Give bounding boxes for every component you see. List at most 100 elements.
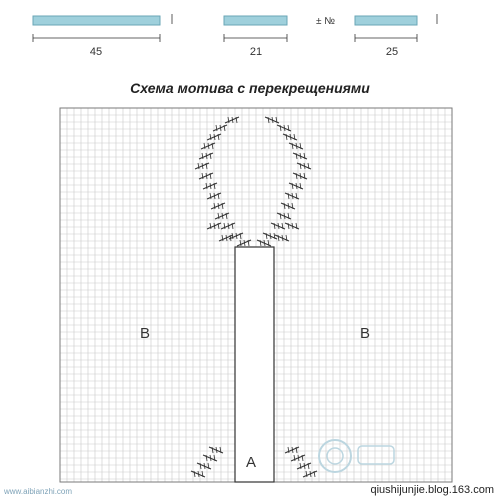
center-strip <box>234 246 275 483</box>
stitch-tick <box>217 202 220 210</box>
stitch-tick <box>225 234 228 242</box>
crossed-stitch-mark <box>206 222 222 230</box>
stitch-tick <box>219 124 222 132</box>
stitch-tick <box>209 182 212 190</box>
stitch-tick <box>287 446 290 454</box>
crossed-stitch-mark <box>282 133 298 141</box>
stitch-tick <box>215 446 218 454</box>
stitch-tick <box>219 446 222 454</box>
stitch-tick <box>293 133 296 141</box>
crossed-stitch-mark <box>292 152 308 160</box>
stitch-tick <box>297 454 300 462</box>
stitch-diagonal <box>224 116 240 124</box>
stitch-tick <box>205 162 208 170</box>
stitch-tick <box>203 462 206 470</box>
stitch-diagonal <box>194 162 210 170</box>
stitch-diagonal <box>236 239 252 247</box>
crossed-stitch-mark <box>206 192 222 200</box>
stitch-diagonal <box>200 142 216 150</box>
stitch-tick <box>193 470 196 478</box>
stitch-tick <box>287 192 290 200</box>
stitch-tick <box>211 142 214 150</box>
piece-width-label-3: 25 <box>385 46 399 58</box>
stitch-tick <box>301 454 304 462</box>
stitch-tick <box>201 162 204 170</box>
crossed-stitch-mark <box>198 152 214 160</box>
stitch-tick <box>263 239 266 247</box>
stitch-tick <box>299 152 302 160</box>
stitch-tick <box>235 116 238 124</box>
stitch-tick <box>303 162 306 170</box>
stitch-tick <box>289 133 292 141</box>
piece-bar-2 <box>223 15 288 26</box>
stitch-tick <box>235 232 238 240</box>
stitch-tick <box>259 239 262 247</box>
crossed-stitch-mark <box>218 234 234 242</box>
stitch-tick <box>209 172 212 180</box>
stitch-tick <box>201 172 204 180</box>
stitch-tick <box>229 234 232 242</box>
footer-source-left: www.aibianzhi.com <box>4 487 73 496</box>
stitch-tick <box>221 202 224 210</box>
stitch-tick <box>197 470 200 478</box>
stitch-tick <box>227 222 230 230</box>
stitch-tick <box>201 152 204 160</box>
crossed-stitch-mark <box>270 222 286 230</box>
stitch-diagonal <box>284 446 300 454</box>
stitch-diagonal <box>206 192 222 200</box>
zone-label-left: B <box>140 325 151 342</box>
crossed-stitch-mark <box>190 470 206 478</box>
stitch-tick <box>295 446 298 454</box>
stitch-tick <box>291 202 294 210</box>
stitch-tick <box>291 446 294 454</box>
stitch-tick <box>231 116 234 124</box>
stitch-diagonal <box>206 222 222 230</box>
stitch-tick <box>199 462 202 470</box>
diagram-title: Схема мотива с перекрещениями <box>130 80 370 96</box>
watermark-inner-circle <box>326 447 344 465</box>
stitch-tick <box>295 192 298 200</box>
stitch-tick <box>223 124 226 132</box>
stitch-tick <box>231 232 234 240</box>
stitch-tick <box>277 222 280 230</box>
stitch-tick <box>283 124 286 132</box>
stitch-tick <box>213 182 216 190</box>
stitch-tick <box>209 133 212 141</box>
stitch-tick <box>281 234 284 242</box>
crossed-stitch-mark <box>284 192 300 200</box>
crossed-stitch-mark <box>228 232 244 240</box>
stitch-tick <box>295 172 298 180</box>
zone-label-bottom: A <box>246 454 257 471</box>
stitch-tick <box>313 470 316 478</box>
stitch-tick <box>287 202 290 210</box>
stitch-tick <box>211 446 214 454</box>
stitch-tick <box>295 142 298 150</box>
stitch-tick <box>205 182 208 190</box>
crossed-stitch-mark <box>290 454 306 462</box>
watermark-glyph-box <box>357 445 395 465</box>
crossed-stitch-mark <box>276 212 292 220</box>
stitch-diagonal <box>218 234 234 242</box>
stitch-tick <box>217 192 220 200</box>
crossed-stitch-mark <box>210 202 226 210</box>
stitch-diagonal <box>214 212 230 220</box>
stitch-tick <box>277 234 280 242</box>
stitch-diagonal <box>220 222 236 230</box>
stitch-tick <box>227 116 230 124</box>
stitch-diagonal <box>206 133 222 141</box>
crossed-stitch-mark <box>280 202 296 210</box>
crossed-stitch-mark <box>276 124 292 132</box>
stitch-tick <box>299 172 302 180</box>
crossed-stitch-mark <box>292 172 308 180</box>
stitch-tick <box>221 234 224 242</box>
stitch-tick <box>299 142 302 150</box>
stitch-tick <box>217 212 220 220</box>
footer-source-right: qiushijunjie.blog.163.com <box>370 484 494 496</box>
stitch-tick <box>213 202 216 210</box>
crossed-stitch-mark <box>288 142 304 150</box>
crossed-stitch-mark <box>214 212 230 220</box>
stitch-tick <box>299 162 302 170</box>
stitch-tick <box>287 124 290 132</box>
crossed-stitch-mark <box>302 470 318 478</box>
